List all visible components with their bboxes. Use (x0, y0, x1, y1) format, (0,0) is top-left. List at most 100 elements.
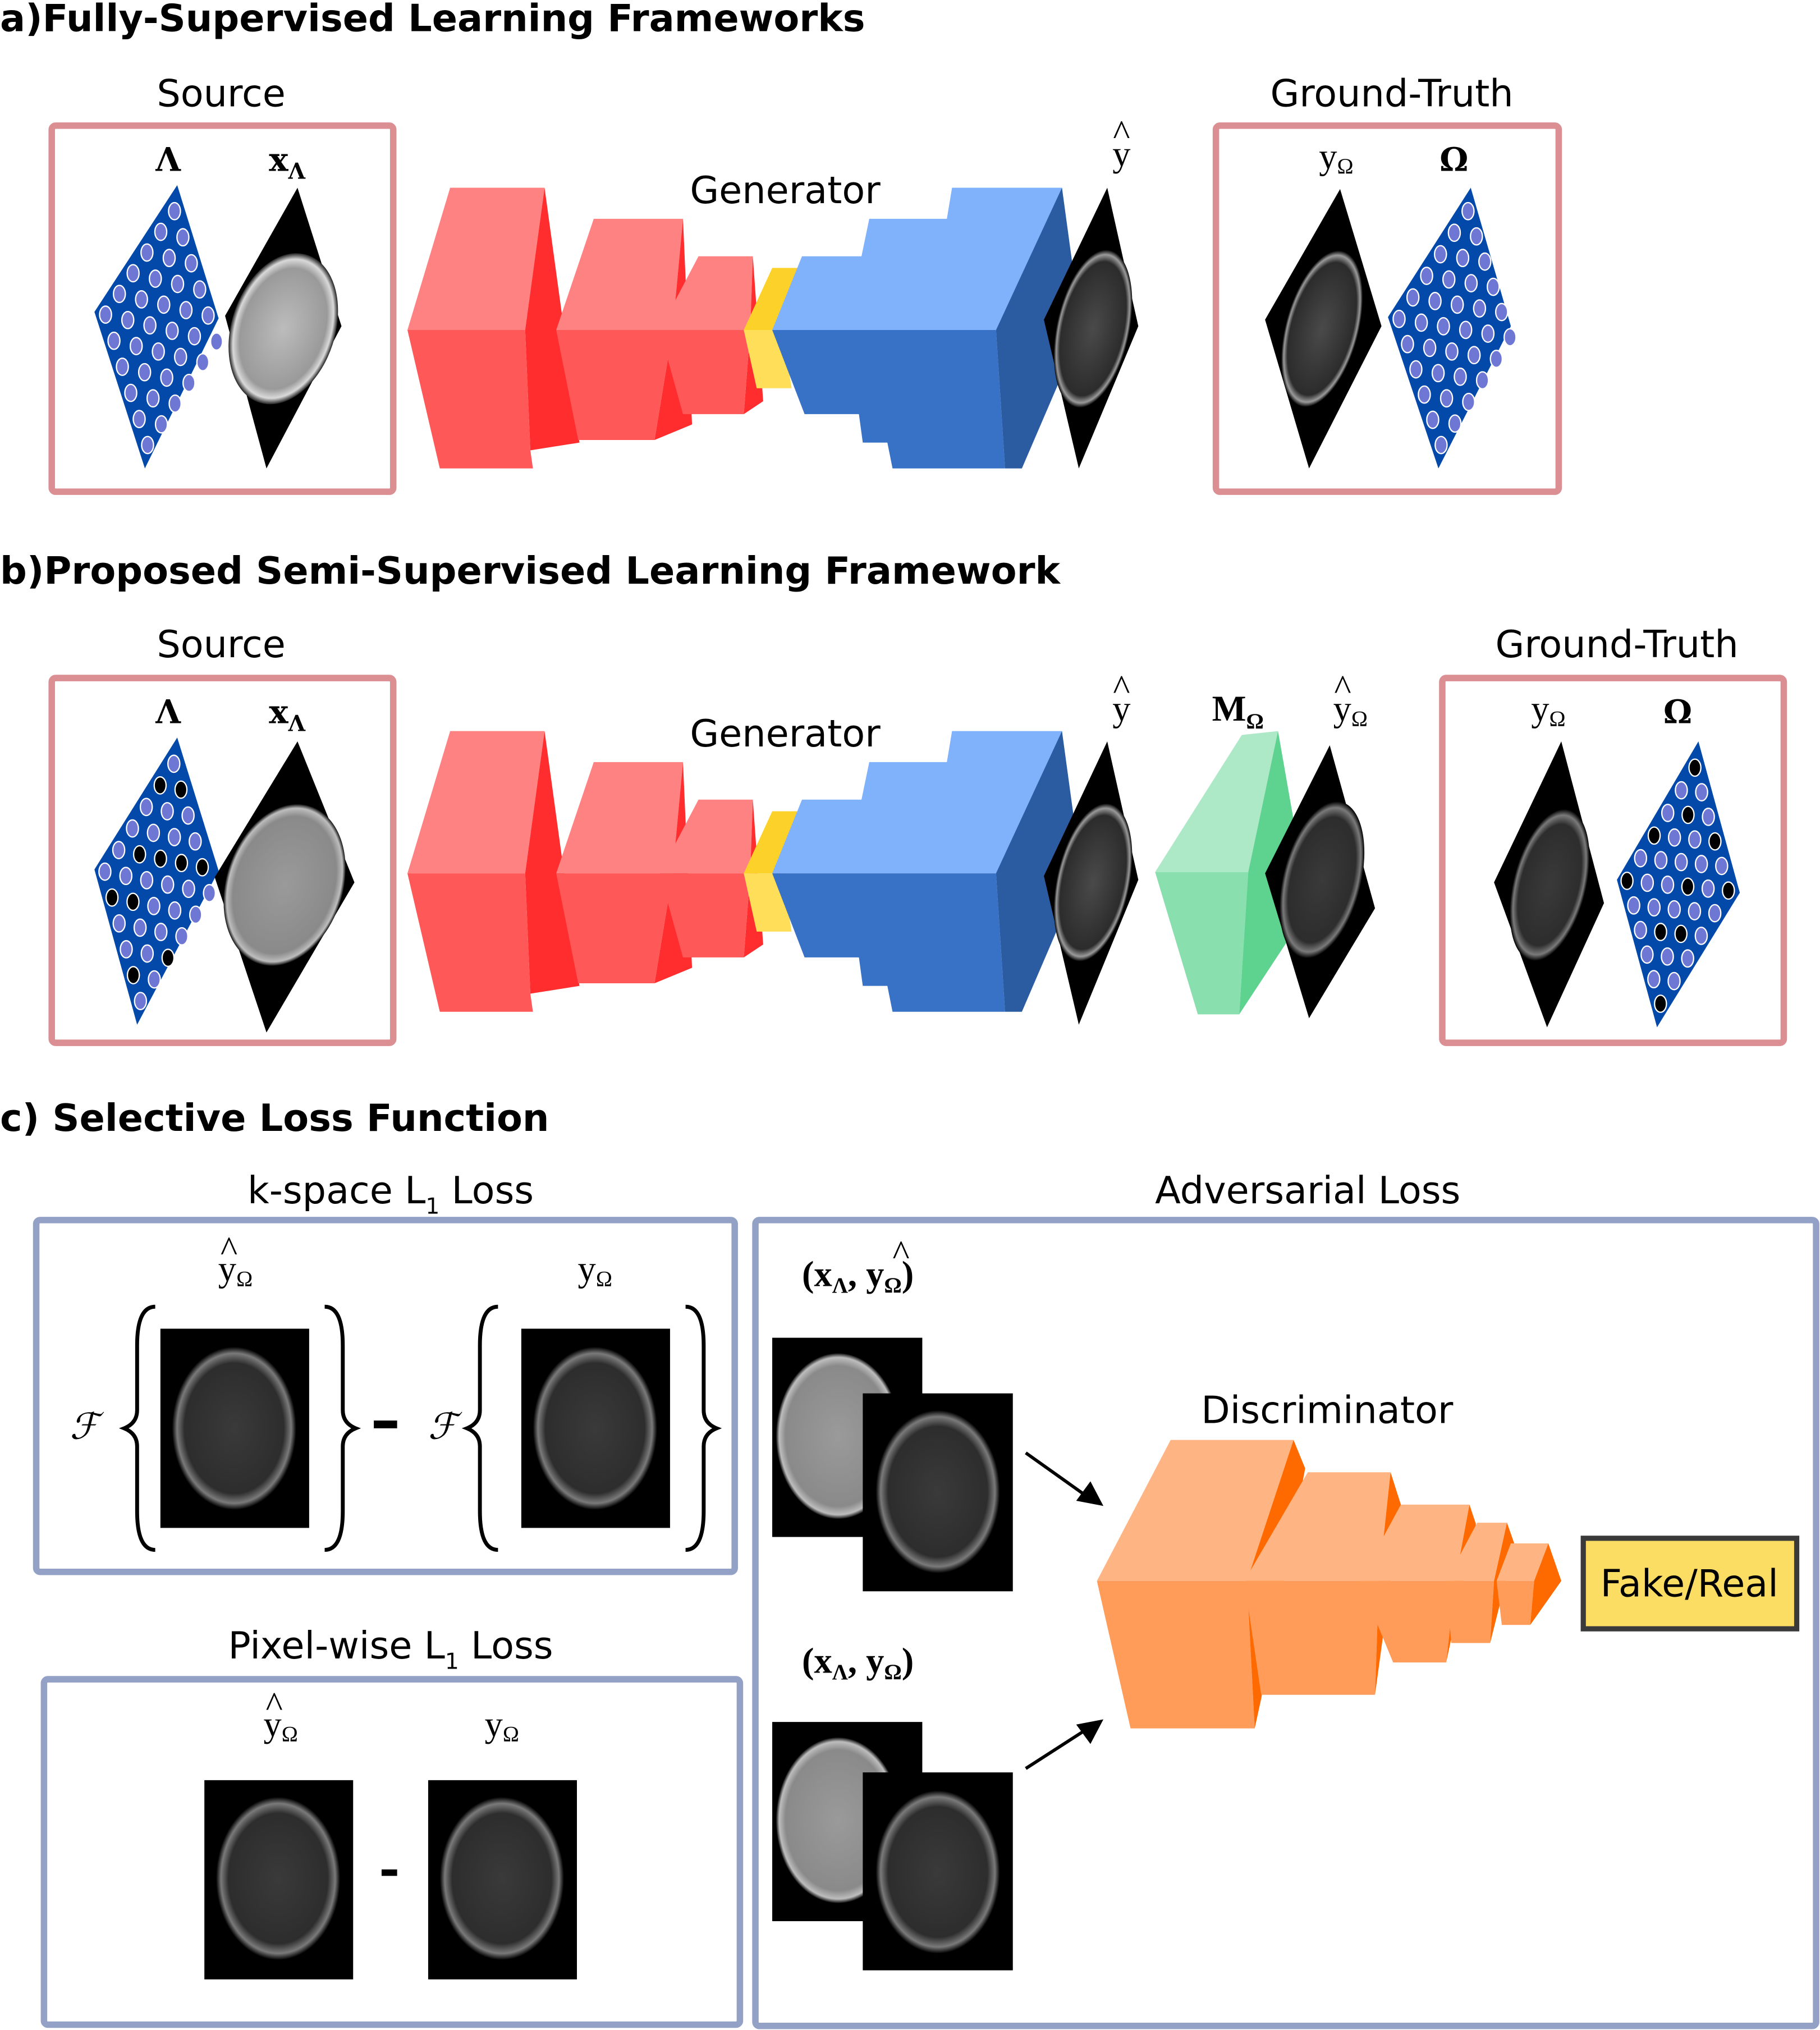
arrow-real (1025, 1729, 1085, 1770)
kspace-sample (160, 368, 173, 387)
source-label-b: Source (157, 622, 286, 666)
kspace-sample (121, 310, 135, 329)
kspace-sample (119, 867, 133, 886)
generator-network-a (407, 187, 1081, 469)
kspace-sample (1447, 223, 1461, 242)
svg-text:y: y (1112, 688, 1130, 728)
kspace-sample (134, 992, 148, 1010)
kspace-sample (107, 331, 121, 350)
kspace-sample (1701, 879, 1715, 898)
kspace-sample (1503, 328, 1517, 347)
encoder-block-2-front (556, 330, 673, 440)
masking-symbol: M (1212, 688, 1246, 728)
kspace-sample (201, 306, 215, 325)
kspace-sample (1456, 249, 1470, 268)
kspace-sample-missing (161, 948, 175, 967)
kspace-sample-missing (1620, 872, 1634, 890)
svg-text:Ω: Ω (1663, 693, 1692, 731)
kspace-sample (1667, 828, 1681, 847)
kspace-sample (140, 870, 154, 890)
encoder-block-1-side (525, 187, 580, 451)
kspace-sample (1489, 350, 1503, 368)
kspace-sample (146, 823, 161, 842)
kspace-sample (140, 243, 154, 262)
svg-text:xΛ: xΛ (269, 141, 305, 185)
generator-network-b (407, 731, 1081, 1012)
kspace-sample (1450, 295, 1464, 314)
kspace-sample (137, 363, 152, 382)
kspace-sample (1708, 904, 1722, 923)
kspace-samples (98, 754, 216, 1010)
kspace-sample (1406, 288, 1420, 307)
kspace-sample (148, 970, 161, 989)
brace-open-1 (118, 1304, 155, 1552)
kspace-sample (1661, 947, 1674, 966)
kspace-sample (1634, 849, 1648, 868)
mask-layer-top (1155, 731, 1278, 872)
generator-label-b: Generator (690, 712, 881, 755)
kspace-sample (1442, 270, 1456, 289)
kspace-sample-missing (1681, 805, 1695, 824)
ground-truth-frame-a (1212, 122, 1562, 495)
kspace-sample-missing (175, 854, 189, 873)
kspace-sample (1448, 414, 1462, 433)
kspace-sample (116, 358, 129, 376)
arrow-fake (1025, 1451, 1085, 1496)
svg-text:^: ^ (1334, 667, 1351, 708)
kspace-sample (179, 301, 193, 319)
brace-close-2 (685, 1304, 722, 1552)
kspace-sample-missing (1722, 881, 1735, 900)
mask-lambda-a: Λ (94, 141, 223, 469)
generator-label-a: Generator (690, 168, 881, 212)
kspace-sample (1423, 338, 1437, 358)
kspace-sample (1640, 945, 1654, 964)
kspace-sample (1647, 898, 1661, 917)
kspace-sample (154, 222, 168, 241)
section-b-title: b)Proposed Semi-Supervised Learning Fram… (0, 549, 1061, 593)
kspace-sample (1420, 267, 1433, 285)
svg-text:xΛ: xΛ (269, 693, 305, 737)
section-c-title: c) Selective Loss Function (0, 1096, 549, 1140)
kspace-sample (1475, 371, 1489, 390)
brace-close-1 (324, 1304, 361, 1552)
kspace-sample (1414, 313, 1428, 332)
kspace-sample (1409, 360, 1423, 379)
gt-mask-omega-a: Ω (1388, 141, 1517, 469)
kspace-sample-missing (174, 780, 188, 799)
input-image-b: xΛ (214, 693, 355, 1033)
kspace-sample (1464, 274, 1478, 292)
kspace-sample (1654, 851, 1668, 869)
kspace-sample (1428, 292, 1442, 310)
kspace-sample (1667, 972, 1681, 991)
source-frame-b (48, 675, 397, 1046)
kspace-loss-frame (33, 1217, 738, 1575)
brain-t1 (228, 253, 338, 405)
kspace-sample (175, 927, 189, 946)
kspace-sample (210, 332, 223, 351)
kspace-sample (1467, 346, 1481, 365)
svg-text:^: ^ (892, 1232, 909, 1273)
kspace-samples (99, 201, 223, 455)
fourier-operator: ℱ (428, 1406, 462, 1446)
kspace-sample (1462, 392, 1475, 411)
kspace-sample (1695, 783, 1708, 801)
kspace-sample (1401, 334, 1414, 354)
kspace-sample (141, 436, 154, 455)
fake-pair-label: (xΛ, yΩ) (802, 1253, 914, 1298)
kspace-sample (174, 347, 187, 366)
kspace-sample-missing (1681, 877, 1695, 896)
kspace-sample-missing (1647, 826, 1661, 845)
kspace-sample (193, 280, 207, 299)
output-yhat-a: y ^ (1044, 112, 1139, 469)
svg-text:yΩ: yΩ (263, 1703, 297, 1746)
kspace-sample (154, 923, 168, 941)
kspace-sample-missing (1654, 923, 1667, 941)
kspace-sample (166, 322, 179, 340)
discriminator-network (1097, 1440, 1562, 1729)
kspace-sample (1392, 309, 1406, 328)
kspace-sample-missing (154, 849, 167, 868)
encoder-block-1-front (407, 330, 533, 469)
kspace-sample (1681, 949, 1694, 968)
output-box (1580, 1536, 1800, 1632)
kspace-sample (161, 875, 175, 894)
